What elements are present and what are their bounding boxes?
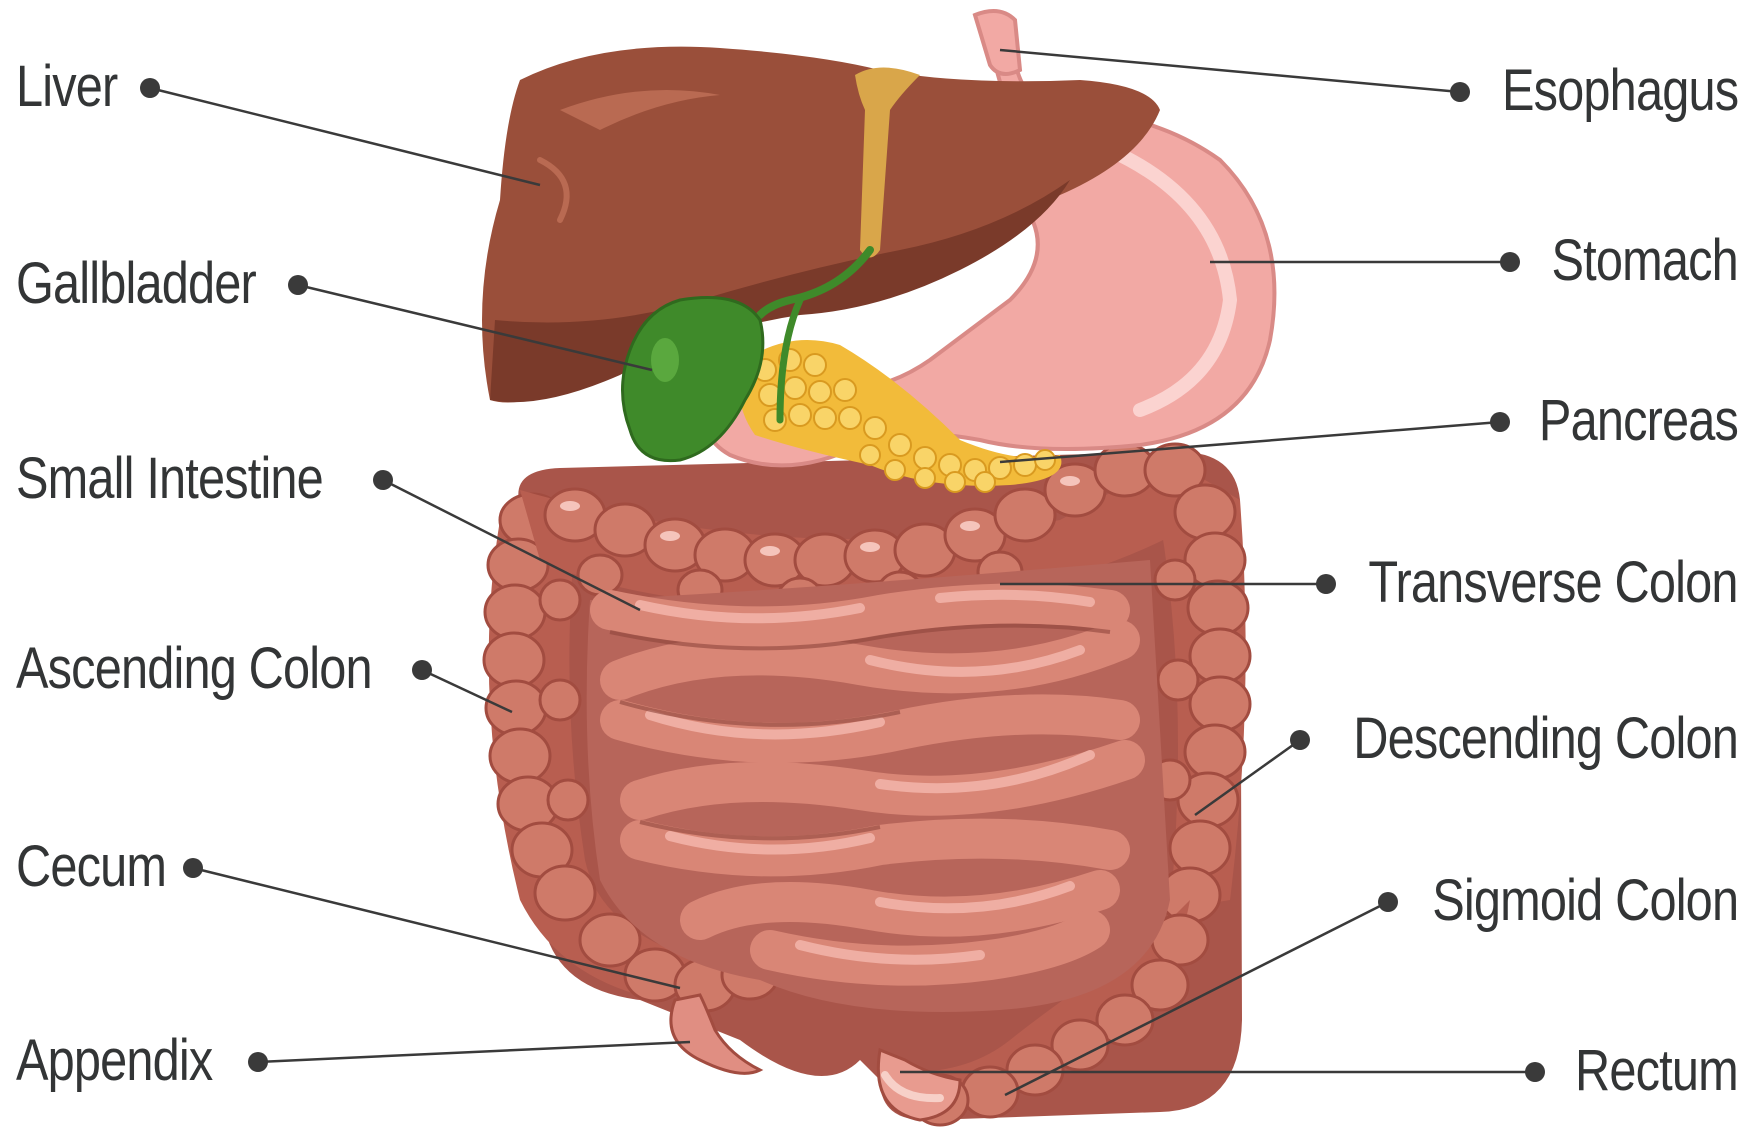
leader-line-appendix <box>258 1042 690 1062</box>
label-small-intestine: Small Intestine <box>16 450 323 508</box>
leader-dot-cecum <box>183 858 203 878</box>
label-liver: Liver <box>16 58 117 116</box>
label-rectum: Rectum <box>1575 1042 1738 1100</box>
leader-line-liver <box>150 88 540 185</box>
label-ascending-colon: Ascending Colon <box>16 640 372 698</box>
label-cecum: Cecum <box>16 838 166 896</box>
label-transverse-colon: Transverse Colon <box>1369 554 1738 612</box>
leader-dot-ascending-colon <box>412 660 432 680</box>
leader-dot-liver <box>140 78 160 98</box>
leader-dot-stomach <box>1500 252 1520 272</box>
label-stomach: Stomach <box>1552 232 1738 290</box>
esophagus <box>975 11 1020 74</box>
leader-dot-rectum <box>1525 1062 1545 1082</box>
label-appendix: Appendix <box>16 1032 212 1090</box>
label-descending-colon: Descending Colon <box>1353 710 1738 768</box>
label-gallbladder: Gallbladder <box>16 255 256 313</box>
label-sigmoid-colon: Sigmoid Colon <box>1432 872 1738 930</box>
leader-dot-esophagus <box>1450 82 1470 102</box>
leader-dot-sigmoid-colon <box>1378 892 1398 912</box>
leader-dot-gallbladder <box>288 275 308 295</box>
small-intestine <box>587 560 1170 1012</box>
leader-dot-transverse-colon <box>1316 574 1336 594</box>
label-esophagus: Esophagus <box>1502 62 1738 120</box>
leader-dot-descending-colon <box>1290 730 1310 750</box>
label-pancreas: Pancreas <box>1539 392 1738 450</box>
leader-dot-pancreas <box>1490 412 1510 432</box>
leader-dot-appendix <box>248 1052 268 1072</box>
leader-dot-small-intestine <box>373 470 393 490</box>
